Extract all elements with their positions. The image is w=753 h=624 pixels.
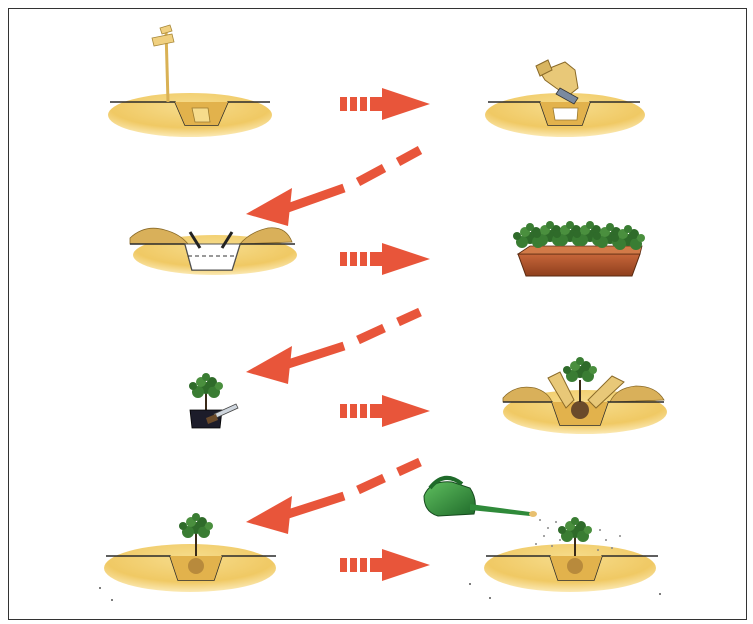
step-prepare-hole (130, 228, 297, 275)
step-cut-pot (189, 373, 238, 428)
step-loosen-soil (485, 60, 645, 137)
arrow-diagonal-2 (246, 312, 420, 384)
step-water (424, 478, 661, 599)
step-seedling-tray (513, 221, 645, 276)
arrow-right-row4 (340, 549, 430, 581)
arrow-right-row3 (340, 395, 430, 427)
watering-can-icon (424, 478, 537, 517)
stake-icon (152, 25, 174, 102)
arrow-diagonal-1 (246, 150, 420, 226)
step-planted (99, 513, 276, 601)
step-mark-and-dig (108, 25, 272, 137)
arrow-diagonal-3 (246, 462, 420, 534)
step-place-plant (503, 357, 667, 434)
arrow-right-row1 (340, 88, 430, 120)
arrow-right-row2 (340, 243, 430, 275)
